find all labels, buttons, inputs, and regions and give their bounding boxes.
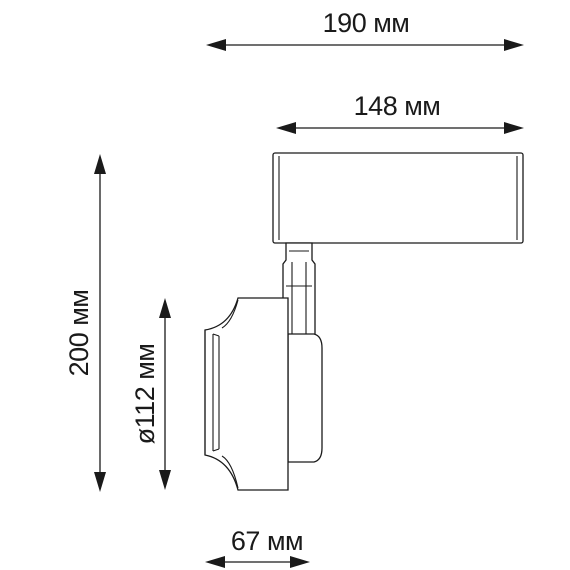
depth-label: 67 мм <box>231 526 303 556</box>
dimension-overall-length: 190 мм <box>206 8 524 51</box>
dimension-diameter: ø112 мм <box>130 298 171 490</box>
rear-cap <box>287 333 323 463</box>
luminaire-outline <box>204 152 524 491</box>
dimension-depth: 67 мм <box>205 526 310 568</box>
adapter-housing <box>272 152 524 244</box>
housing-length-label: 148 мм <box>354 91 441 121</box>
dimension-housing-length: 148 мм <box>276 91 524 134</box>
spotlight-body <box>204 297 289 491</box>
overall-length-label: 190 мм <box>323 8 410 38</box>
height-label: 200 мм <box>64 290 94 377</box>
dimension-height: 200 мм <box>64 154 106 492</box>
diameter-label: ø112 мм <box>130 344 160 445</box>
